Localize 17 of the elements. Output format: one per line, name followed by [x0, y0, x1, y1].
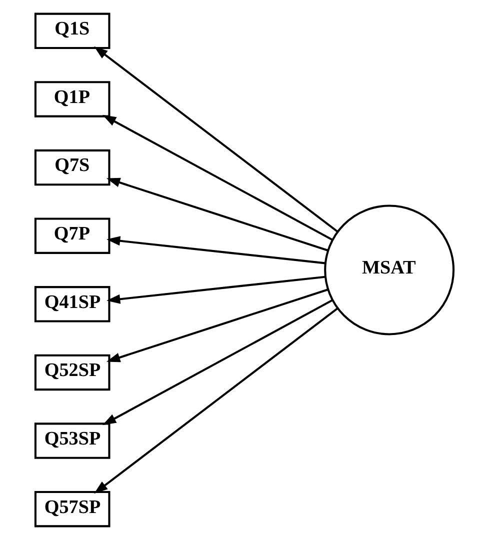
arrow: [106, 178, 328, 252]
arrow: [102, 114, 333, 241]
node-box: Q7S: [34, 149, 110, 186]
node-box: Q1S: [34, 12, 110, 49]
arrow: [102, 299, 333, 426]
node-box: Q52SP: [34, 354, 110, 391]
arrow: [106, 236, 326, 264]
node-circle: MSAT: [324, 204, 455, 336]
node-box: Q1P: [34, 81, 110, 118]
node-box: Q41SP: [34, 286, 110, 322]
arrow: [94, 46, 338, 232]
node-box: Q53SP: [34, 422, 110, 459]
arrow: [106, 276, 326, 304]
arrow: [106, 288, 328, 362]
node-box: Q57SP: [34, 491, 110, 528]
node-box: Q7P: [34, 218, 110, 254]
arrow: [94, 308, 338, 494]
